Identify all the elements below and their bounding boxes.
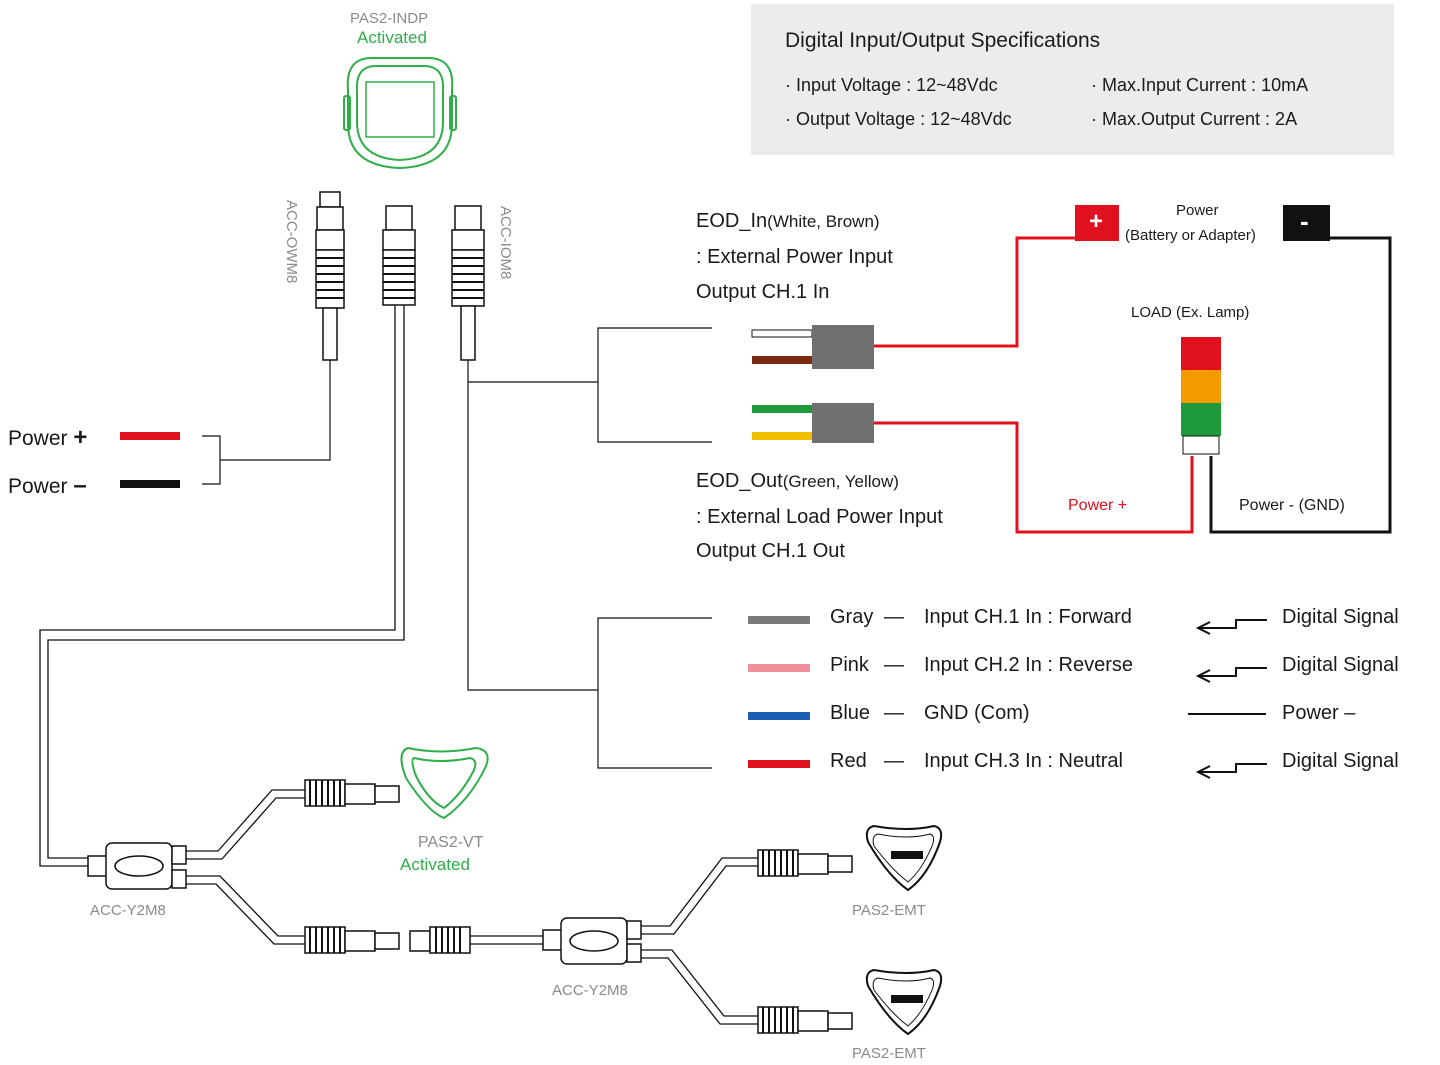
- wire-description: Input CH.3 In : Neutral: [924, 750, 1123, 772]
- power-source-subtitle: (Battery or Adapter): [1125, 227, 1256, 244]
- load-power-minus: Power - (GND): [1239, 497, 1345, 514]
- emt-top-icon: [865, 824, 943, 892]
- indp-label: PAS2-INDP: [350, 10, 429, 27]
- indp-device-icon: [343, 57, 457, 170]
- center-connector: [382, 205, 416, 306]
- power-minus-wire: [120, 480, 180, 488]
- wire-swatch: [748, 712, 810, 720]
- signal-target: Digital Signal: [1282, 750, 1399, 772]
- lamp-icon: [1181, 337, 1221, 455]
- eod-in-title: EOD_In(White, Brown): [696, 210, 880, 232]
- signal-row: Red — Input CH.3 In : Neutral Digital Signa…: [748, 750, 1438, 780]
- spec-output-voltage: · Output Voltage : 12~48Vdc: [785, 109, 1012, 129]
- iom8-connector: [451, 205, 485, 361]
- signal-arrows: [1188, 619, 1267, 779]
- owm8-connector: [315, 191, 345, 361]
- power-plus-terminal: [1075, 205, 1119, 241]
- wire-swatch: [748, 760, 810, 768]
- load-title: LOAD (Ex. Lamp): [1131, 304, 1250, 321]
- lower-cable-connector: [304, 926, 471, 954]
- power-plus-label: Power +: [8, 424, 88, 451]
- emt-top-label: PAS2-EMT: [852, 902, 926, 919]
- eod-out-line2: : External Load Power Input: [696, 506, 943, 528]
- wire-color-name: Pink: [830, 654, 869, 676]
- eod-in-line3: Output CH.1 In: [696, 281, 830, 303]
- eod-out-title: EOD_Out(Green, Yellow): [696, 470, 899, 492]
- owm8-label: ACC-OWM8: [283, 200, 300, 284]
- signal-target: Digital Signal: [1282, 654, 1399, 676]
- specifications-title: Digital Input/Output Specifications: [785, 29, 1101, 52]
- signal-row: Blue — GND (Com) Power –: [748, 702, 1438, 732]
- y2m8-left-label: ACC-Y2M8: [90, 902, 166, 919]
- power-minus-label: Power –: [8, 472, 87, 499]
- spec-input-voltage: · Input Voltage : 12~48Vdc: [785, 75, 998, 95]
- eod-out-line3: Output CH.1 Out: [696, 540, 845, 562]
- wire-dash: —: [884, 606, 904, 628]
- signal-row: Pink — Input CH.2 In : Reverse Digital Sign…: [748, 654, 1438, 684]
- signal-target: Digital Signal: [1282, 606, 1399, 628]
- y2m8-mid: [542, 917, 642, 965]
- wire-dash: —: [884, 702, 904, 724]
- wire-dash: —: [884, 750, 904, 772]
- indp-status: Activated: [357, 28, 427, 47]
- emt-bottom-icon: [865, 968, 943, 1036]
- emt-cable-connectors: [757, 849, 853, 1034]
- eod-in-wires: [751, 325, 874, 369]
- y2m8-mid-label: ACC-Y2M8: [552, 982, 628, 999]
- power-plus-sign: +: [1089, 208, 1104, 235]
- wire-dash: —: [884, 654, 904, 676]
- emt-bottom-label: PAS2-EMT: [852, 1045, 926, 1062]
- specifications-panel: Digital Input/Output Specifications · In…: [751, 4, 1394, 155]
- power-plus-wire: [120, 432, 180, 440]
- wire-swatch: [748, 616, 810, 624]
- power-minus-terminal: [1283, 205, 1330, 241]
- spec-max-output-current: · Max.Output Current : 2A: [1091, 109, 1298, 129]
- wire-description: Input CH.1 In : Forward: [924, 606, 1132, 628]
- power-minus-sign: -: [1300, 206, 1309, 236]
- y2m8-left: [87, 842, 187, 890]
- wire-description: GND (Com): [924, 702, 1030, 724]
- vt-label: PAS2-VT: [418, 834, 484, 851]
- wire-color-name: Blue: [830, 702, 871, 724]
- eod-out-wires: [752, 403, 874, 443]
- power-source-title: Power: [1176, 202, 1219, 219]
- load-power-plus: Power +: [1068, 497, 1128, 514]
- iom8-label: ACC-IOM8: [497, 206, 514, 280]
- vt-cable-connector: [304, 779, 400, 807]
- wire-color-name: Red: [830, 750, 867, 772]
- eod-in-line2: : External Power Input: [696, 246, 893, 268]
- signal-row: Gray — Input CH.1 In : Forward Digital Sign…: [748, 606, 1438, 636]
- wire-color-name: Gray: [830, 606, 874, 628]
- signal-target: Power –: [1282, 702, 1356, 724]
- wire-description: Input CH.2 In : Reverse: [924, 654, 1133, 676]
- vt-device-icon: [400, 746, 489, 820]
- wire-swatch: [748, 664, 810, 672]
- spec-max-input-current: · Max.Input Current : 10mA: [1091, 75, 1309, 95]
- vt-status: Activated: [400, 855, 470, 874]
